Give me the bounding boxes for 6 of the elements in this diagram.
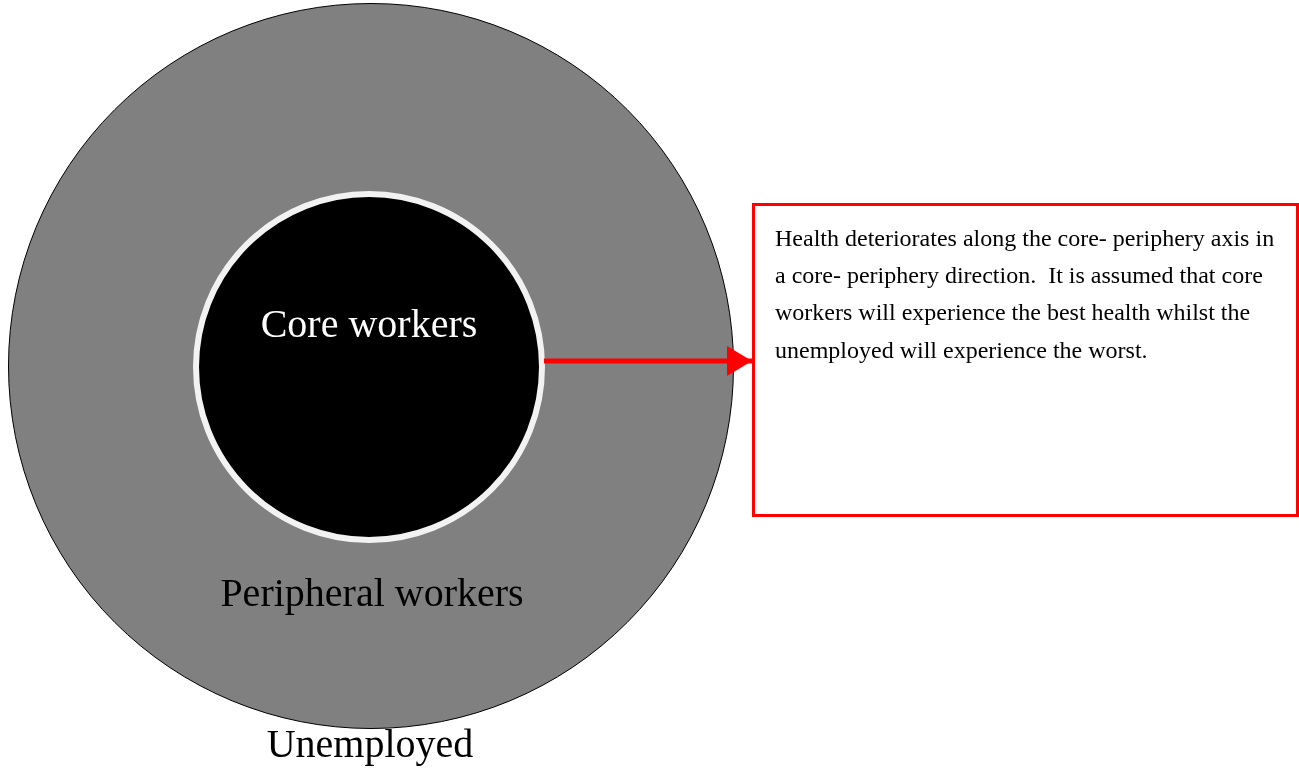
node-label: Core workers xyxy=(259,300,479,348)
arrow xyxy=(543,346,752,376)
node-label: Peripheral workers xyxy=(219,569,525,617)
description-text: Health deteriorates along the core- periphery axis in a core- periphery direction. It is assumed that core workers will experience the best health whilst the unemployed will experience the worst. xyxy=(775,224,1276,365)
region-label: Unemployed xyxy=(265,720,475,768)
text-box xyxy=(752,203,1299,517)
